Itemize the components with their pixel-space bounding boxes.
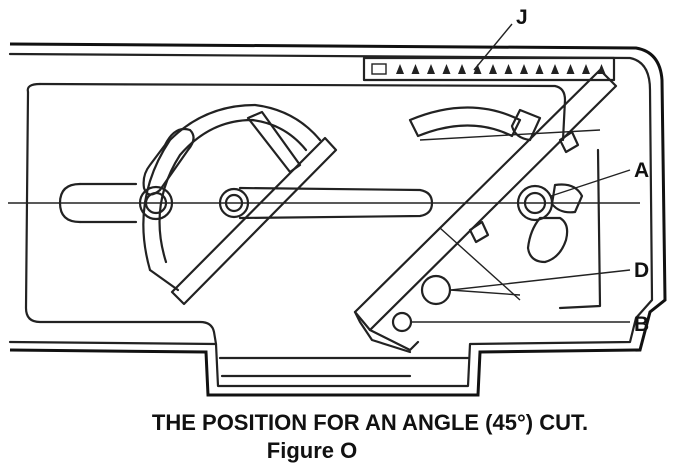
scale-tick-mark	[536, 64, 544, 74]
label-d: D	[634, 259, 649, 282]
caption-line-1: THE POSITION FOR AN ANGLE (45°) CUT.	[152, 410, 588, 435]
scale-tick-mark	[396, 64, 404, 74]
scale-tick-mark	[551, 64, 559, 74]
scale-tick-mark	[489, 64, 497, 74]
label-a: A	[634, 159, 649, 182]
caption-line-2: Figure O	[267, 438, 357, 463]
label-j: J	[516, 6, 528, 29]
angle-scale-strip	[364, 58, 614, 80]
scale-tick-mark	[505, 64, 513, 74]
scale-tick-mark	[520, 64, 528, 74]
scale-tick-mark	[582, 64, 590, 74]
scale-tick-mark	[567, 64, 575, 74]
scale-tick-mark	[598, 64, 606, 74]
main-angled-fence	[355, 70, 616, 352]
outer-frame	[10, 44, 665, 395]
scale-tick-mark	[443, 64, 451, 74]
scale-tick-mark	[427, 64, 435, 74]
scale-tick-mark	[412, 64, 420, 74]
label-b: B	[634, 313, 649, 336]
scale-ticks	[396, 64, 606, 74]
scale-tick-mark	[458, 64, 466, 74]
right-arc-slot	[410, 108, 540, 141]
